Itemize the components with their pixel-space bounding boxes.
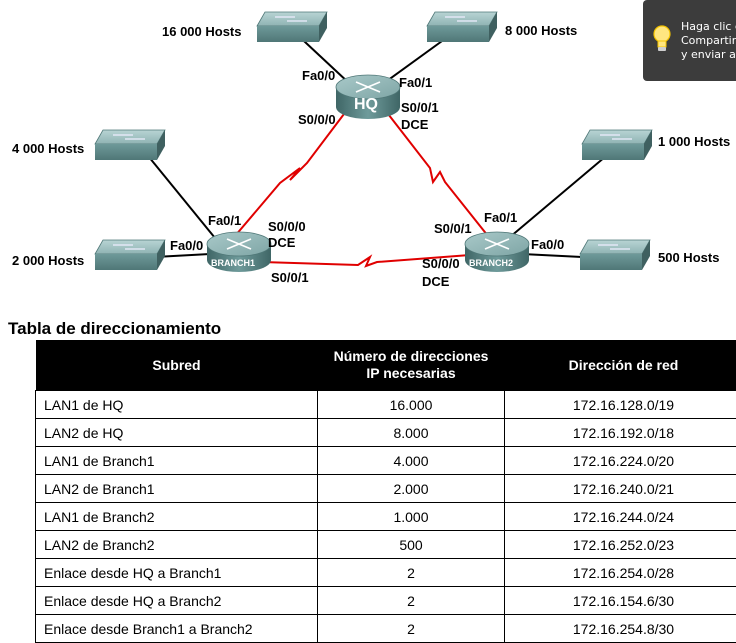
cell-subnet: Enlace desde HQ a Branch2 [36, 587, 318, 615]
tooltip-line-1: Haga clic e [681, 20, 736, 34]
cell-network-address: 172.16.128.0/19 [505, 391, 736, 419]
branch1-fa01-label: Fa0/1 [208, 213, 241, 228]
header-subnet: Subred [36, 340, 318, 391]
table-row: LAN1 de Branch1 4.000 172.16.224.0/20 [36, 447, 736, 475]
cell-network-address: 172.16.244.0/24 [505, 503, 736, 531]
hosts-label-16000: 16 000 Hosts [162, 24, 242, 39]
cell-subnet: Enlace desde Branch1 a Branch2 [36, 615, 318, 643]
table-row: LAN1 de HQ 16.000 172.16.128.0/19 [36, 391, 736, 419]
router-branch1-label: BRANCH1 [211, 256, 255, 271]
serial-hq-branch1 [235, 110, 347, 236]
hq-fa01-label: Fa0/1 [399, 75, 432, 90]
table-row: Enlace desde HQ a Branch2 2 172.16.154.6… [36, 587, 736, 615]
branch2-fa01-label: Fa0/1 [484, 210, 517, 225]
branch2-dce-label: DCE [422, 274, 449, 289]
network-topology-diagram [0, 0, 736, 315]
cell-network-address: 172.16.240.0/21 [505, 475, 736, 503]
link-b2-lan2 [522, 254, 582, 257]
table-row: LAN1 de Branch2 1.000 172.16.244.0/24 [36, 503, 736, 531]
cell-subnet: LAN2 de Branch2 [36, 531, 318, 559]
addressing-table: Subred Número de direcciones IP necesari… [35, 340, 736, 643]
cell-address-count: 2 [318, 615, 505, 643]
hq-s001-label: S0/0/1 [401, 100, 439, 115]
cell-address-count: 2 [318, 587, 505, 615]
cell-address-count: 2.000 [318, 475, 505, 503]
cell-subnet: LAN1 de Branch1 [36, 447, 318, 475]
tooltip-card[interactable]: Haga clic e Compartir y enviar ar [643, 0, 736, 81]
cell-network-address: 172.16.254.8/30 [505, 615, 736, 643]
cell-network-address: 172.16.154.6/30 [505, 587, 736, 615]
router-branch2-label: BRANCH2 [469, 256, 513, 271]
cell-address-count: 16.000 [318, 391, 505, 419]
table-title: Tabla de direccionamiento [8, 319, 221, 339]
table-row: LAN2 de Branch1 2.000 172.16.240.0/21 [36, 475, 736, 503]
table-header-row: Subred Número de direcciones IP necesari… [36, 340, 736, 391]
table-row: LAN2 de Branch2 500 172.16.252.0/23 [36, 531, 736, 559]
branch2-s001-label: S0/0/1 [434, 221, 472, 236]
cell-network-address: 172.16.254.0/28 [505, 559, 736, 587]
header-network-address: Dirección de red [505, 340, 736, 391]
cell-subnet: Enlace desde HQ a Branch1 [36, 559, 318, 587]
table-row: Enlace desde HQ a Branch1 2 172.16.254.0… [36, 559, 736, 587]
header-address-count-line1: Número de direcciones [324, 348, 499, 365]
cell-address-count: 4.000 [318, 447, 505, 475]
hq-s000-label: S0/0/0 [298, 112, 336, 127]
cell-address-count: 1.000 [318, 503, 505, 531]
tooltip-line-3: y enviar ar [681, 48, 736, 62]
cell-subnet: LAN2 de Branch1 [36, 475, 318, 503]
header-address-count: Número de direcciones IP necesarias [318, 340, 505, 391]
branch1-dce-label: DCE [268, 235, 295, 250]
branch2-fa00-label: Fa0/0 [531, 237, 564, 252]
switch-icon [257, 12, 327, 42]
cell-subnet: LAN1 de HQ [36, 391, 318, 419]
hosts-label-8000: 8 000 Hosts [505, 23, 577, 38]
table-row: LAN2 de HQ 8.000 172.16.192.0/18 [36, 419, 736, 447]
branch2-s000-label: S0/0/0 [422, 256, 460, 271]
branch1-fa00-label: Fa0/0 [170, 238, 203, 253]
cell-network-address: 172.16.252.0/23 [505, 531, 736, 559]
hq-dce-label: DCE [401, 117, 428, 132]
switch-icon [95, 130, 165, 160]
switch-icon [95, 240, 165, 270]
tooltip-line-2: Compartir [681, 34, 736, 48]
hq-fa00-label: Fa0/0 [302, 68, 335, 83]
switch-icon [427, 12, 497, 42]
branch1-s001-label: S0/0/1 [271, 270, 309, 285]
router-hq-label: HQ [354, 97, 378, 112]
hosts-label-4000: 4 000 Hosts [12, 141, 84, 156]
lightbulb-icon [651, 24, 673, 54]
hosts-label-1000: 1 000 Hosts [658, 134, 730, 149]
cell-network-address: 172.16.192.0/18 [505, 419, 736, 447]
cell-subnet: LAN1 de Branch2 [36, 503, 318, 531]
tooltip-text: Haga clic e Compartir y enviar ar [681, 20, 736, 62]
cell-network-address: 172.16.224.0/20 [505, 447, 736, 475]
branch1-s000-label: S0/0/0 [268, 219, 306, 234]
cell-subnet: LAN2 de HQ [36, 419, 318, 447]
hosts-label-2000: 2 000 Hosts [12, 253, 84, 268]
table-row: Enlace desde Branch1 a Branch2 2 172.16.… [36, 615, 736, 643]
header-address-count-line2: IP necesarias [324, 365, 499, 382]
cell-address-count: 8.000 [318, 419, 505, 447]
hosts-label-500: 500 Hosts [658, 250, 719, 265]
cell-address-count: 2 [318, 559, 505, 587]
cell-address-count: 500 [318, 531, 505, 559]
switch-icon [582, 130, 652, 160]
switch-icon [580, 240, 650, 270]
